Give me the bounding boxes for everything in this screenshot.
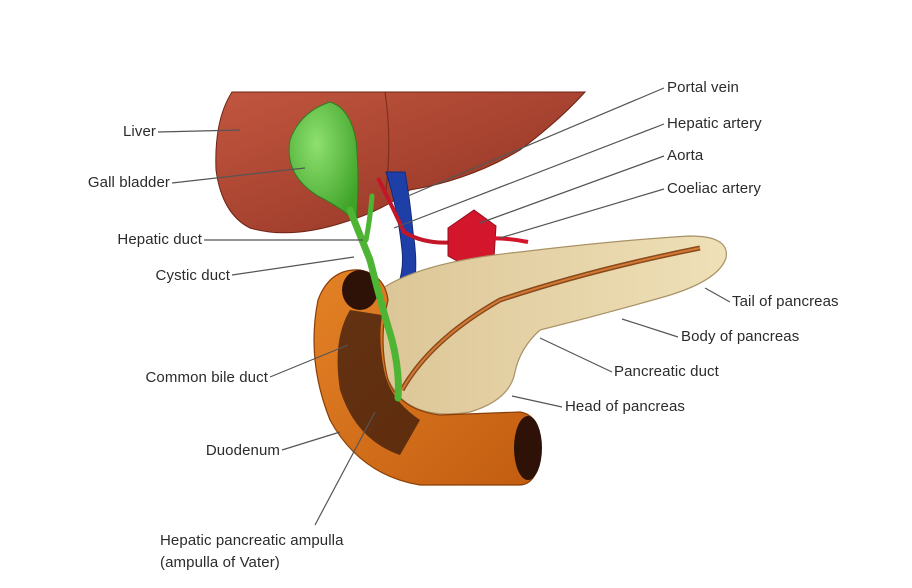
label-aorta: Aorta — [667, 147, 703, 165]
label-hepatic-duct: Hepatic duct — [80, 231, 202, 249]
label-body-of-pancreas: Body of pancreas — [681, 328, 799, 346]
label-head-of-pancreas: Head of pancreas — [565, 398, 685, 416]
label-coeliac-artery: Coeliac artery — [667, 180, 761, 198]
label-portal-vein: Portal vein — [667, 79, 739, 97]
label-ampulla-line2: (ampulla of Vater) — [160, 554, 280, 572]
label-duodenum: Duodenum — [160, 442, 280, 460]
label-pancreatic-duct: Pancreatic duct — [614, 363, 719, 381]
label-tail-of-pancreas: Tail of pancreas — [732, 293, 839, 311]
label-common-bile-duct: Common bile duct — [98, 369, 268, 387]
duodenum-opening-right — [514, 416, 542, 480]
label-cystic-duct: Cystic duct — [120, 267, 230, 285]
pancreas-shape — [378, 236, 726, 414]
label-gall-bladder: Gall bladder — [60, 174, 170, 192]
label-ampulla-line1: Hepatic pancreatic ampulla — [160, 532, 344, 550]
label-liver: Liver — [102, 123, 156, 141]
label-hepatic-artery: Hepatic artery — [667, 115, 762, 133]
